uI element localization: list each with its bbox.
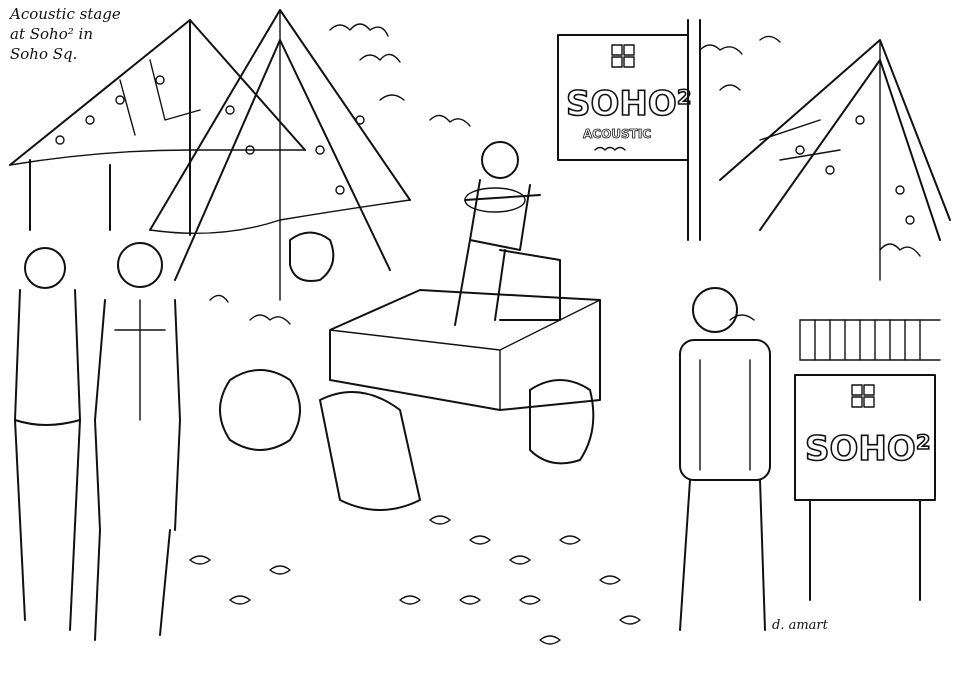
caption-line-3: Soho Sq. <box>10 45 78 63</box>
stage-platform <box>329 289 601 411</box>
left-tent <box>9 19 306 236</box>
sketch-caption: Acoustic stage at Soho² in Soho Sq. <box>10 4 130 64</box>
side-sign: SOHO² <box>794 374 936 601</box>
seated-audience <box>219 231 595 511</box>
person-standing <box>94 242 181 641</box>
tree-foliage <box>209 23 921 325</box>
person-backpack <box>679 287 771 631</box>
person-left-foreground <box>14 247 81 631</box>
artist-signature: d. amart <box>772 618 828 633</box>
side-sign-brand: SOHO² <box>805 429 931 469</box>
stage-sign-brand: SOHO² <box>566 84 692 124</box>
fairy-lights <box>55 75 915 225</box>
right-tent <box>719 39 951 281</box>
ground-leaves <box>189 515 641 645</box>
stage-sign-subtitle: ACOUSTIC <box>583 127 651 141</box>
caption-line-2: at Soho² in <box>10 25 93 43</box>
guitarist <box>454 141 561 326</box>
centre-tent <box>149 9 411 301</box>
caption-line-1: Acoustic stage <box>10 5 121 23</box>
railings <box>799 319 941 361</box>
stage-sign: SOHO² ACOUSTIC <box>557 19 701 241</box>
